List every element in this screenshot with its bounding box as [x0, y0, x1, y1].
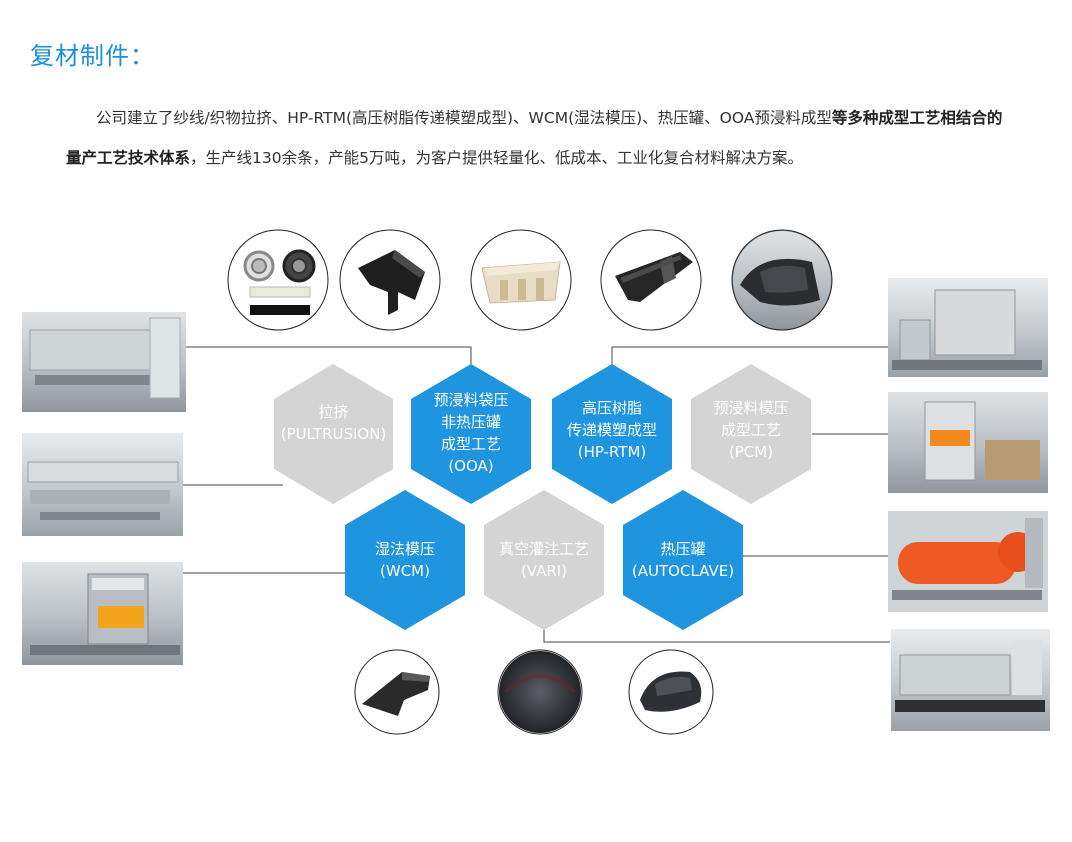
- hex-pcm[interactable]: [691, 364, 811, 504]
- product-car-hood-image: [628, 649, 714, 735]
- product-beige-profile-image: [470, 229, 572, 331]
- hex-label-pultrusion: 拉挤 (PULTRUSION): [270, 401, 397, 467]
- product-carbon-panel-image: [731, 229, 833, 331]
- hex-wcm[interactable]: [345, 490, 465, 630]
- product-yarn-image: [227, 229, 329, 331]
- hex-label-line: (OOA): [448, 457, 494, 475]
- hexagon-group: [274, 364, 811, 630]
- hex-ooa[interactable]: [411, 364, 531, 504]
- product-dark-bracket-image: [600, 229, 702, 331]
- hex-label-line: (VARI): [520, 562, 568, 580]
- hex-label-ooa: 预浸料袋压 非热压罐 成型工艺 (OOA): [407, 389, 535, 477]
- hex-label-line: 高压树脂: [581, 399, 642, 417]
- hex-label-autoclave: 热压罐 (AUTOCLAVE): [619, 538, 747, 582]
- hex-label-line: (PCM): [728, 443, 774, 461]
- hex-label-line: 传递模塑成型: [566, 421, 657, 439]
- hex-label-line: 预浸料模压: [713, 399, 789, 417]
- hex-label-line: 真空灌注工艺: [498, 540, 589, 558]
- factory-photo-pultrusion-line-2: [22, 433, 183, 536]
- intro-text-2: ，生产线130余条，产能5万吨，为客户提供轻量化、低成本、工业化复合材料解决方案…: [190, 149, 803, 167]
- connector-lines: [183, 346, 890, 643]
- product-carbon-hood-image: [497, 649, 583, 735]
- hex-label-line: 成型工艺: [720, 421, 781, 439]
- hex-label-line: 热压罐: [660, 540, 706, 558]
- hex-label-wcm: 湿法模压 (WCM): [341, 538, 469, 582]
- page-title: 复材制件：: [30, 42, 155, 70]
- factory-photo-hprtm-press: [888, 278, 1048, 377]
- intro-paragraph: 公司建立了纱线/织物拉挤、HP-RTM(高压树脂传递模塑成型)、WCM(湿法模压…: [66, 98, 1016, 178]
- product-images-top: [227, 229, 833, 331]
- factory-photo-vari-line: [891, 629, 1050, 731]
- factory-photo-pcm-press: [888, 392, 1048, 493]
- hex-label-line: 预浸料袋压: [433, 391, 509, 409]
- product-carbon-profile-image: [354, 649, 440, 735]
- hex-label-pcm: 预浸料模压 成型工艺 (PCM): [687, 397, 815, 463]
- product-black-profile-image: [339, 229, 441, 331]
- hex-label-line: (WCM): [380, 562, 430, 580]
- hex-autoclave[interactable]: [623, 490, 743, 630]
- factory-photos-left: [22, 312, 186, 665]
- hex-label-line: 非热压罐: [440, 413, 501, 431]
- hex-vari[interactable]: [484, 490, 604, 630]
- intro-text-bold: 等多种成型工艺相结合的量产工艺技术体系: [66, 109, 1003, 167]
- intro-text-1: 公司建立了纱线/织物拉挤、HP-RTM(高压树脂传递模塑成型)、WCM(湿法模压…: [96, 109, 832, 127]
- hex-label-line: 拉挤: [318, 403, 349, 421]
- hex-label-line: 湿法模压: [374, 540, 435, 558]
- hex-label-line: (HP-RTM): [577, 443, 647, 461]
- hex-hprtm[interactable]: [552, 364, 672, 504]
- factory-photo-autoclave: [888, 511, 1048, 612]
- factory-photo-pultrusion-line-1: [22, 312, 186, 412]
- hex-label-line: (PULTRUSION): [280, 425, 387, 443]
- factory-photo-wcm-press: [22, 562, 183, 665]
- product-images-bottom: [354, 649, 714, 735]
- hex-label-hprtm: 高压树脂 传递模塑成型 (HP-RTM): [548, 397, 676, 463]
- factory-photos-right: [888, 278, 1050, 731]
- hex-pultrusion[interactable]: [274, 364, 393, 504]
- hex-label-vari: 真空灌注工艺 (VARI): [480, 538, 608, 582]
- hex-label-line: 成型工艺: [440, 435, 501, 453]
- hex-label-line: (AUTOCLAVE): [631, 562, 735, 580]
